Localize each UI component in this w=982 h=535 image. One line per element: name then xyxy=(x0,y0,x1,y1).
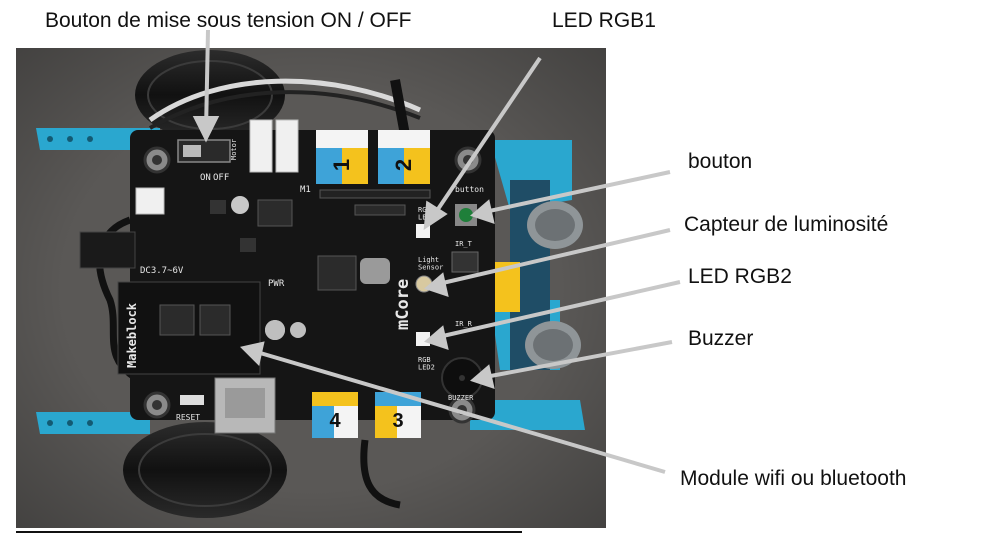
reset-button xyxy=(180,395,204,405)
port-tag-1: 1 xyxy=(316,130,368,184)
svg-text:4: 4 xyxy=(329,410,341,432)
callout-arrow-button xyxy=(479,170,671,215)
callout-arrow-buzzer xyxy=(479,340,673,380)
port-tag-2: 2 xyxy=(378,130,430,184)
motor-connector xyxy=(275,119,299,173)
silk-dc: DC3.7~6V xyxy=(140,266,184,276)
silk-makeblock: Makeblock xyxy=(125,302,139,368)
label-button: bouton xyxy=(688,150,753,173)
label-wireless-module: Module wifi ou bluetooth xyxy=(680,467,907,490)
label-buzzer: Buzzer xyxy=(688,327,754,350)
label-light-sensor: Capteur de luminosité xyxy=(684,213,889,236)
top-cable xyxy=(148,78,422,123)
callout-arrow-light-sensor xyxy=(433,228,671,287)
ic-chip xyxy=(257,199,293,227)
callout-arrow-power-switch xyxy=(204,29,210,133)
port-tag-4: 4 xyxy=(312,392,358,438)
silk-reset: RESET xyxy=(176,413,200,422)
svg-text:1: 1 xyxy=(329,159,354,171)
silk-button: button xyxy=(455,185,484,194)
motor-connector xyxy=(249,119,273,173)
ic-chip xyxy=(317,255,357,291)
label-power-switch: Bouton de mise sous tension ON / OFF xyxy=(45,9,412,32)
callout-arrow-wireless-module xyxy=(249,348,666,474)
silk-on: ON xyxy=(200,173,211,183)
callout-arrow-led-rgb1 xyxy=(430,56,542,220)
silk-motor: Motor xyxy=(230,139,238,160)
silk-m1: M1 xyxy=(300,185,311,195)
callout-arrow-led-rgb2 xyxy=(433,280,681,340)
silk-off: OFF xyxy=(213,173,229,183)
bottom-wheel xyxy=(123,422,287,518)
silk-pwr: PWR xyxy=(268,279,285,289)
label-led-rgb1: LED RGB1 xyxy=(552,9,656,32)
svg-text:2: 2 xyxy=(391,159,416,171)
mcore-board: ON OFF Motor M1 DC3.7~6V PWR 1 2 xyxy=(79,119,495,438)
bottom-cable xyxy=(360,439,401,509)
silk-ir-r: IR_R xyxy=(455,320,473,328)
svg-text:3: 3 xyxy=(392,410,403,432)
crystal xyxy=(360,258,390,284)
wireless-module: Makeblock xyxy=(117,281,261,375)
silk-mcore: mCore xyxy=(393,279,413,330)
baseline-rule xyxy=(16,531,522,533)
silk-buzzer: BUZZER xyxy=(448,394,474,402)
battery-connector xyxy=(135,187,165,215)
dc-jack xyxy=(79,231,136,269)
label-led-rgb2: LED RGB2 xyxy=(688,265,792,288)
silk-ir-t: IR_T xyxy=(455,240,473,248)
